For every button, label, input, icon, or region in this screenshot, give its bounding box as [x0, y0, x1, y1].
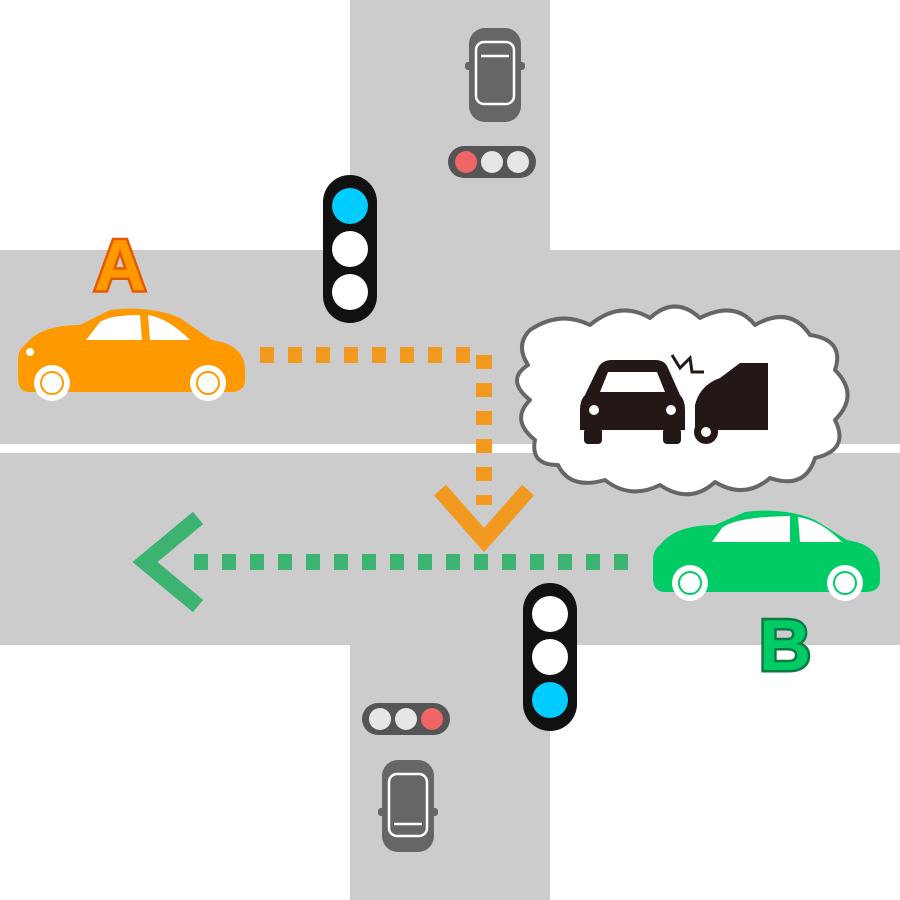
car-a-path	[260, 347, 535, 553]
car-b-label: B	[759, 606, 811, 686]
car-a-label: A	[94, 226, 146, 306]
car-a: A	[18, 224, 245, 401]
collision-burst	[515, 304, 850, 497]
traffic-light-east	[523, 583, 577, 731]
car-b-path	[132, 511, 628, 613]
arrow-down-icon	[433, 484, 535, 553]
center-divider	[0, 444, 900, 453]
traffic-light-north	[448, 146, 536, 178]
traffic-light-south	[362, 703, 450, 735]
arrow-left-icon	[132, 511, 204, 613]
gray-car-icon	[465, 28, 525, 122]
traffic-light-west	[323, 175, 377, 323]
gray-car-icon	[378, 760, 438, 852]
car-b: B	[653, 510, 880, 689]
car-crash-icon	[580, 354, 768, 444]
